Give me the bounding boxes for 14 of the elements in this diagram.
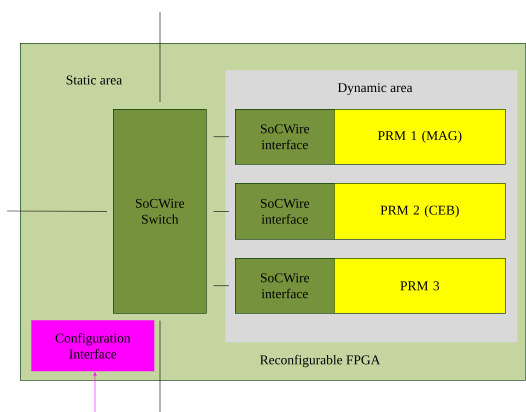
module-box: PRM 3	[334, 258, 506, 314]
interface-box: SoCWire interface	[235, 258, 335, 314]
connector-line	[6, 210, 108, 212]
area-label: Reconfigurable FPGA	[260, 354, 380, 368]
interface-box: SoCWire interface	[235, 183, 335, 240]
area-label: Static area	[66, 75, 122, 85]
module-box: PRM 2 (CEB)	[334, 183, 506, 240]
configuration-box: Configuration Interface	[31, 320, 154, 372]
switch-box: SoCWire Switch	[113, 109, 207, 314]
connector-line	[213, 211, 230, 212]
connector-line	[213, 136, 230, 138]
module-box: PRM 1 (MAG)	[334, 109, 506, 165]
area-label: Dynamic area	[338, 83, 412, 95]
interface-box: SoCWire interface	[235, 109, 335, 165]
